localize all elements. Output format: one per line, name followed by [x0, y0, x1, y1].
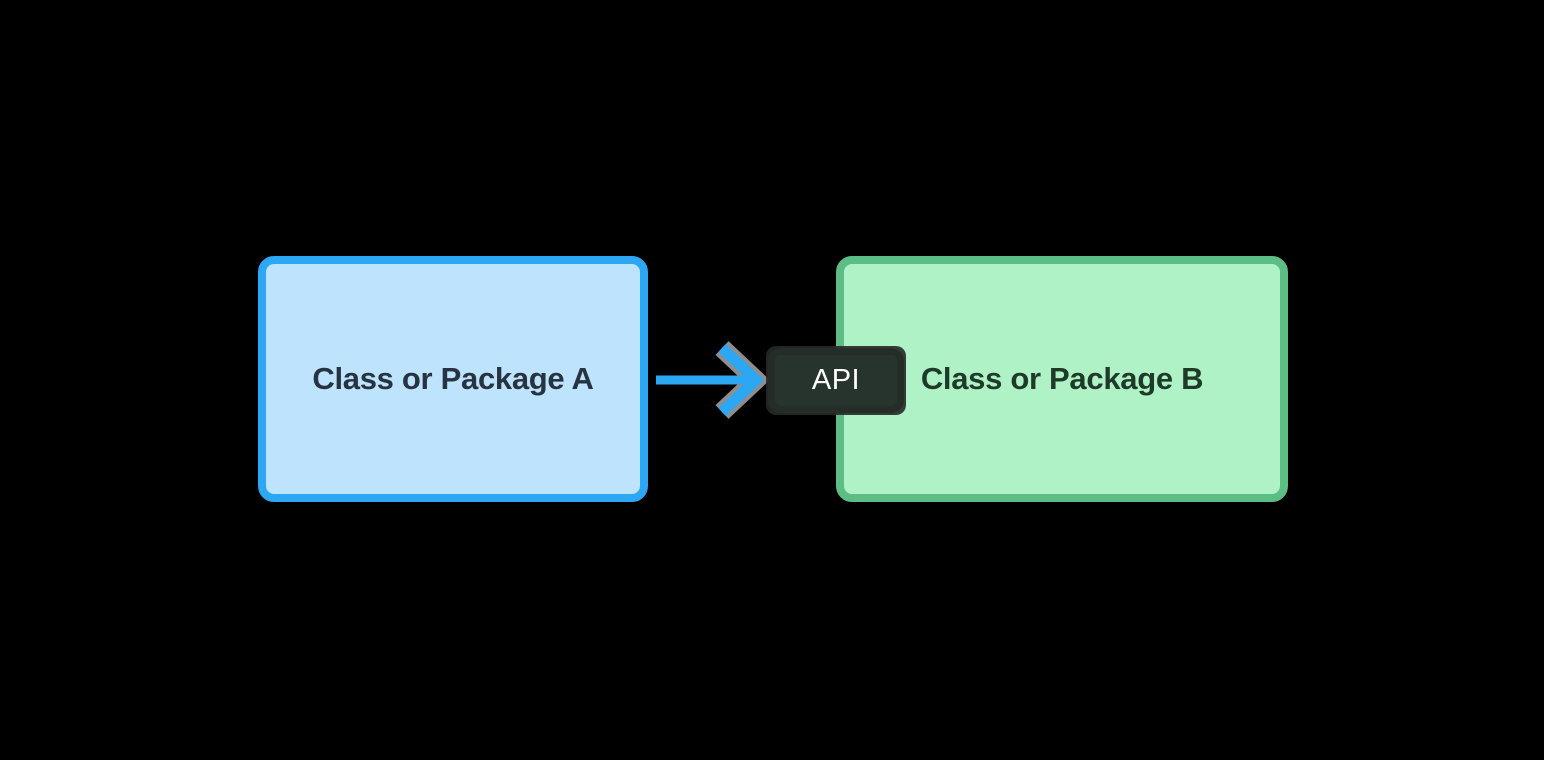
api-badge-label: API	[811, 364, 861, 396]
node-a-label: Class or Package A	[312, 361, 594, 396]
node-class-or-package-a: Class or Package A	[256, 254, 650, 504]
arrow-head	[718, 343, 765, 417]
dependency-arrow-icon	[656, 341, 770, 419]
node-class-or-package-b: Class or Package B	[834, 254, 1290, 504]
node-b-label: Class or Package B	[920, 361, 1204, 396]
api-badge: API	[766, 346, 906, 415]
